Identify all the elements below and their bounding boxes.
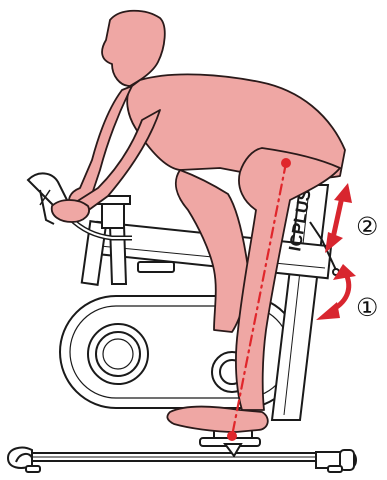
double-vertical-arrow-icon (325, 183, 352, 253)
hip-point (281, 158, 291, 168)
base-rail (8, 448, 356, 472)
label-one: ① (356, 295, 378, 320)
pedal-point (227, 431, 237, 441)
label-two: ② (356, 214, 378, 239)
